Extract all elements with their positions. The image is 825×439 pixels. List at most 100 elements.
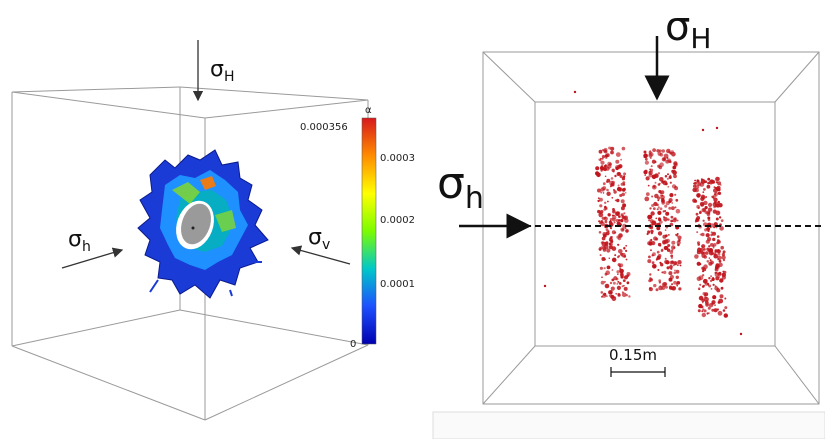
- crack-speck: [617, 273, 619, 276]
- crack-speck: [672, 170, 677, 175]
- crack-speck: [601, 276, 603, 279]
- crack-speck: [708, 303, 714, 308]
- crack-speck: [651, 195, 654, 198]
- crack-speck: [646, 232, 649, 236]
- crack-speck: [654, 181, 657, 184]
- crack-speck: [672, 165, 676, 169]
- crack-speck: [670, 150, 674, 154]
- crack-speck: [657, 210, 662, 215]
- crack-speck: [717, 310, 723, 316]
- crack-speck: [721, 255, 726, 260]
- crack-speck: [662, 241, 666, 245]
- crack-speck: [601, 155, 606, 159]
- crack-speck: [645, 176, 650, 181]
- crack-speck: [598, 247, 602, 251]
- crack-speck: [704, 301, 709, 306]
- crack-speck: [606, 180, 609, 183]
- crack-speck: [647, 241, 652, 246]
- crack-speck: [660, 249, 664, 252]
- crack-speck: [651, 159, 656, 164]
- crack-speck: [695, 212, 699, 216]
- crack-speck: [724, 306, 728, 310]
- crack-speck: [675, 208, 681, 214]
- crack-speck: [667, 173, 669, 176]
- crack-speck: [618, 255, 620, 257]
- crack-speck: [623, 246, 626, 249]
- crack-speck: [694, 179, 696, 182]
- crack-speck: [663, 216, 665, 219]
- crack-speck: [651, 261, 655, 265]
- crack-speck: [654, 193, 659, 199]
- crack-speck: [620, 252, 624, 256]
- crack-speck: [597, 197, 600, 200]
- crack-speck: [707, 177, 711, 181]
- crack-speck: [696, 250, 701, 255]
- sigma-H-label-right: σH: [665, 4, 711, 55]
- crack-speck: [668, 277, 673, 282]
- crack-speck: [617, 280, 620, 283]
- crack-speck: [715, 126, 719, 130]
- crack-speck: [711, 195, 714, 198]
- crack-speck: [718, 276, 720, 279]
- crack-speck: [618, 249, 623, 254]
- crack-speck: [619, 174, 623, 178]
- scale-bar-label: 0.15m: [609, 346, 657, 364]
- crack-speck: [698, 275, 704, 281]
- crack-speck: [712, 202, 717, 207]
- colorbar-tick: 0.0002: [380, 215, 415, 226]
- crack-speck: [610, 286, 615, 291]
- crack-speck: [714, 304, 716, 306]
- crack-speck: [702, 270, 705, 273]
- crack-speck: [676, 240, 681, 245]
- crack-speck: [625, 249, 628, 252]
- crack-speck: [667, 244, 671, 247]
- crack-speck: [739, 332, 743, 336]
- crack-speck: [677, 235, 682, 240]
- crack-speck: [696, 261, 701, 266]
- crack-speck: [711, 277, 715, 281]
- crack-speck: [705, 196, 708, 198]
- crack-speck: [705, 296, 708, 299]
- crack-speck: [653, 283, 657, 288]
- crack-speck: [618, 233, 623, 238]
- crack-speck: [705, 233, 710, 238]
- crack-speck: [599, 197, 603, 202]
- crack-speck: [670, 219, 673, 223]
- colorbar-max-label: 0.000356: [300, 122, 348, 133]
- crack-speck: [595, 166, 600, 171]
- crack-speck: [659, 207, 663, 211]
- crack-speck: [666, 177, 669, 180]
- crack-speck: [606, 191, 611, 196]
- crack-speck: [608, 245, 613, 250]
- crack-speck: [668, 271, 673, 276]
- crack-speck: [717, 255, 722, 261]
- crack-speck: [656, 149, 660, 153]
- crack-speck: [668, 175, 672, 179]
- crack-speck: [657, 255, 659, 258]
- crack-speck: [703, 309, 707, 313]
- sigma-h-arrow: [61, 247, 124, 269]
- crack-speck: [701, 232, 705, 237]
- crack-speck: [722, 250, 726, 254]
- crack-speck: [717, 187, 720, 190]
- crack-speck: [661, 285, 666, 290]
- crack-speck: [664, 229, 667, 231]
- crack-speck: [617, 293, 621, 297]
- crack-speck: [712, 295, 717, 300]
- crack-speck: [601, 157, 604, 160]
- crack-speck: [600, 187, 605, 192]
- crack-speck: [663, 245, 668, 251]
- crack-speck: [677, 260, 682, 265]
- crack-speck: [615, 218, 619, 223]
- crack-speck: [625, 294, 628, 297]
- crack-speck: [650, 249, 652, 252]
- crack-speck: [670, 286, 675, 291]
- crack-speck: [650, 211, 655, 216]
- crack-speck: [607, 213, 611, 217]
- crack-speck: [621, 146, 626, 151]
- crack-speck: [660, 195, 665, 200]
- crack-speck: [673, 169, 676, 172]
- crack-speck: [713, 193, 716, 196]
- crack-speck: [717, 272, 722, 277]
- crack-speck: [610, 177, 614, 180]
